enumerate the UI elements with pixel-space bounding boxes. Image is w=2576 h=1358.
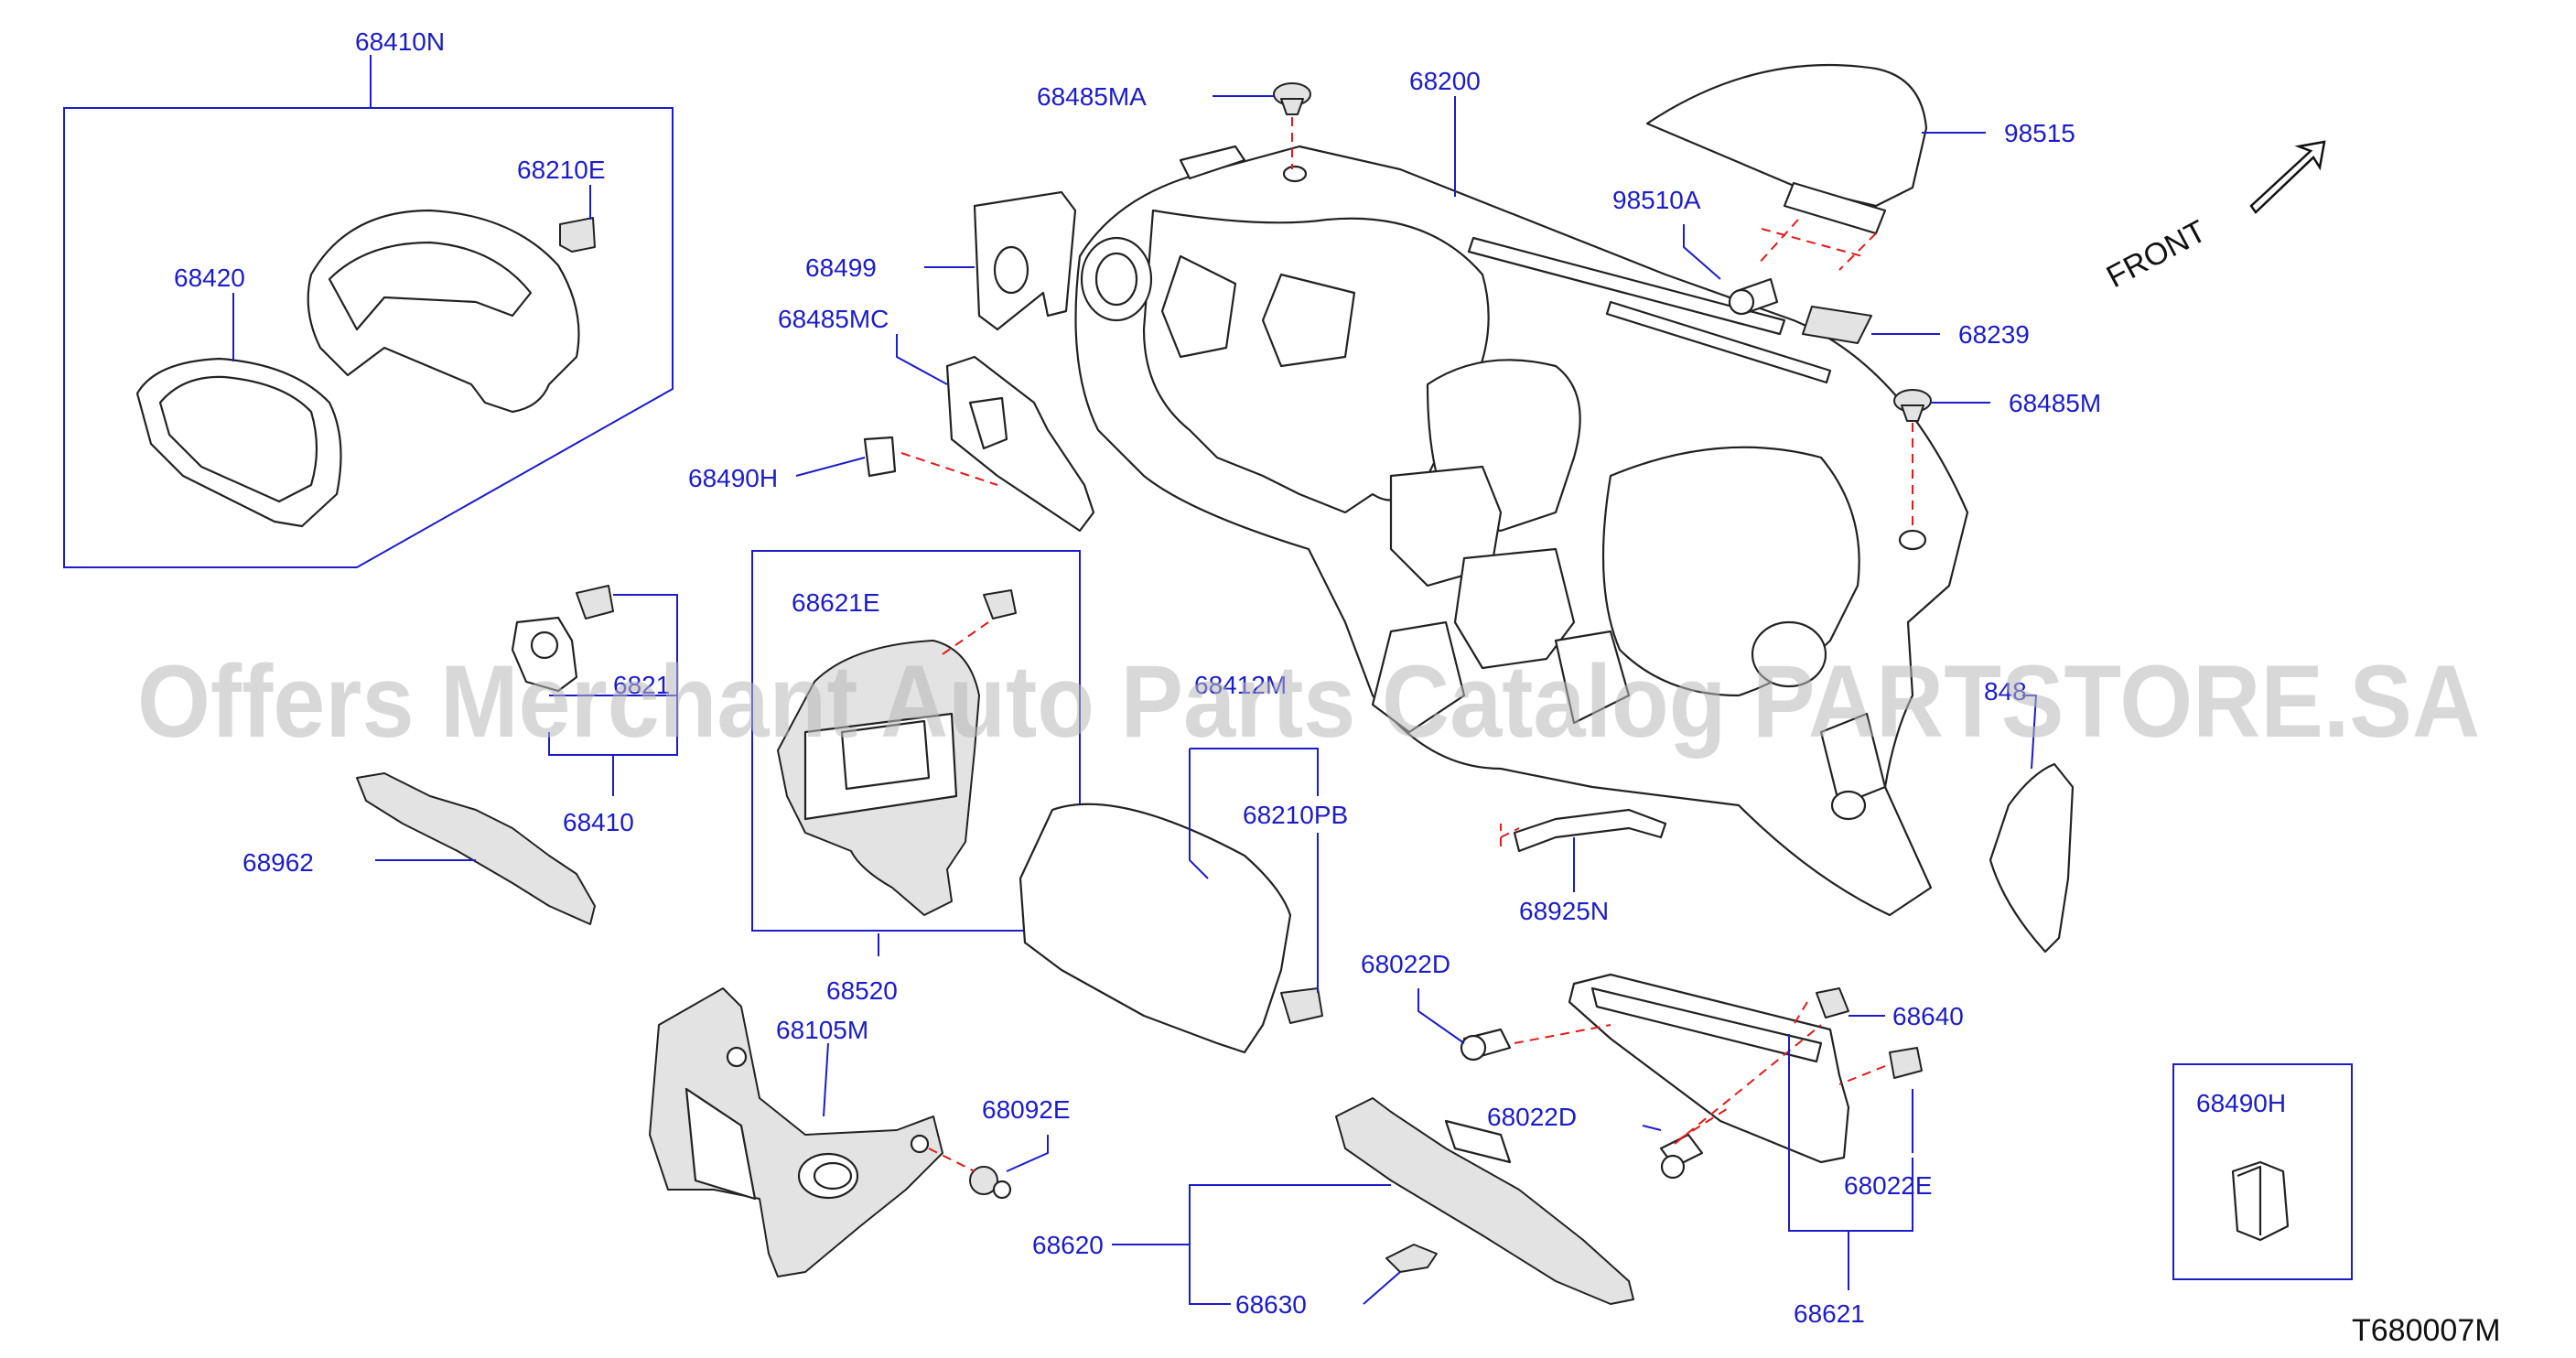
leader-lines (232, 55, 2038, 1305)
label-68200: 68200 (1409, 67, 1481, 95)
bracket-68925N (1513, 808, 1667, 853)
label-68410N: 68410N (355, 27, 445, 56)
label-plate-68239 (1802, 306, 1872, 344)
label-68420: 68420 (174, 264, 245, 292)
clip-68485MA (1273, 82, 1311, 115)
meter-hood-68410N (307, 209, 580, 414)
group-frame-68490H (2172, 1063, 2353, 1280)
glove-box-68620 (1335, 1097, 1634, 1305)
meter-bezel-68420 (135, 357, 342, 528)
front-label: FRONT (2101, 214, 2212, 296)
finisher-strip-68962 (356, 772, 596, 925)
label-68925N: 68925N (1519, 897, 1609, 925)
label-68092E: 68092E (982, 1095, 1071, 1124)
label-6848-partial: 848 (1984, 677, 2027, 706)
label-68499: 68499 (805, 253, 877, 282)
label-68490H-left: 68490H (688, 464, 778, 492)
lower-cover-68105M (649, 987, 943, 1277)
label-68485MC: 68485MC (778, 305, 889, 333)
clip-68210PB (1280, 987, 1323, 1024)
label-98510A: 98510A (1612, 186, 1701, 214)
clip-68490H-left (863, 436, 897, 478)
clip-68022E (1889, 1047, 1923, 1079)
clip-68490H-inset (2231, 1160, 2290, 1242)
label-68962: 68962 (243, 848, 314, 877)
clip-68640 (1816, 987, 1849, 1018)
label-98515: 98515 (2004, 119, 2075, 147)
label-68520: 68520 (826, 976, 898, 1005)
side-panel-68485MC (945, 355, 1095, 533)
side-finisher-6848 (1989, 762, 2075, 954)
label-68022D-upper: 68022D (1361, 950, 1450, 978)
cluster-lid-68520 (777, 640, 980, 916)
lower-panel-68412M (1019, 803, 1292, 1054)
label-68410: 68410 (563, 808, 634, 836)
front-direction-arrow (2249, 140, 2326, 214)
clip-68485M (1893, 389, 1932, 422)
label-68412M: 68412M (1194, 671, 1287, 699)
label-6821-partial: 6821 (613, 671, 670, 699)
clip-68210-small (576, 585, 614, 620)
label-68490H-inset: 68490H (2196, 1089, 2286, 1117)
watermark-text: Offers Merchant Auto Parts Catalog PARTS… (137, 644, 2480, 759)
label-68621: 68621 (1794, 1299, 1865, 1328)
label-68620: 68620 (1032, 1231, 1104, 1259)
label-68105M: 68105M (776, 1016, 868, 1044)
label-68485M: 68485M (2009, 389, 2101, 417)
instrument-panel-68200 (1074, 145, 1969, 917)
glove-frame-68621 (1568, 973, 1850, 1164)
bolt-98510A (1728, 277, 1779, 316)
group-frame-68520 (751, 550, 1081, 932)
label-68210PB: 68210PB (1243, 801, 1348, 829)
handle-68630 (1385, 1244, 1438, 1273)
label-68485MA: 68485MA (1037, 82, 1147, 111)
clip-68210E-top (559, 217, 596, 253)
clip-68621E (983, 589, 1017, 620)
group-frame-68410N (63, 107, 674, 568)
label-68239: 68239 (1958, 320, 2030, 349)
clip-68092E (969, 1166, 1012, 1200)
drawing-number: T680007M (2352, 1313, 2501, 1348)
label-68630: 68630 (1235, 1290, 1307, 1319)
label-68640: 68640 (1892, 1002, 1964, 1030)
label-68621E: 68621E (792, 588, 880, 617)
label-68022E: 68022E (1844, 1171, 1933, 1200)
label-68210E: 68210E (517, 156, 606, 184)
label-68022D-lower: 68022D (1487, 1103, 1577, 1131)
